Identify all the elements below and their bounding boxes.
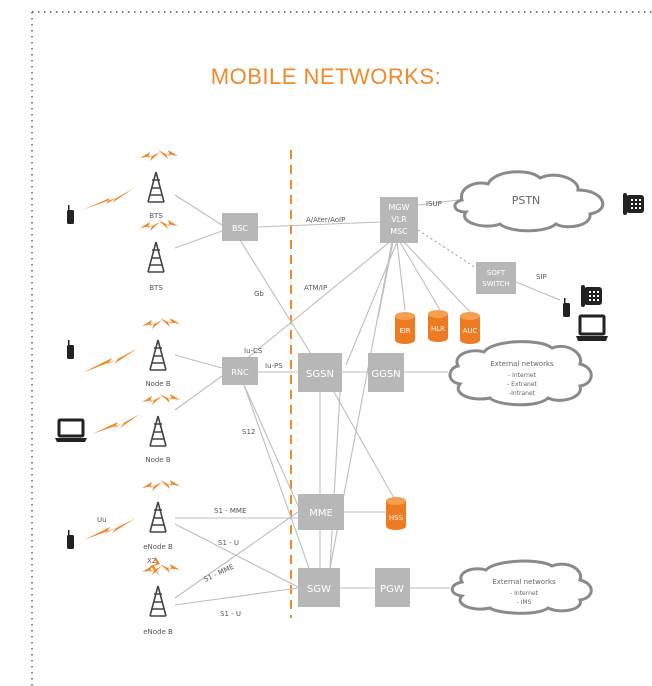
hss-database-icon: HSS bbox=[386, 497, 406, 530]
pstn-cloud: PSTN bbox=[453, 170, 605, 233]
interface-s1-u-label-2: S1 - U bbox=[220, 610, 241, 618]
eir-label: EIR bbox=[399, 327, 410, 335]
auc-label: AUC bbox=[463, 327, 478, 335]
rnc-node: RNC bbox=[222, 357, 258, 385]
hlr-database-icon: HLR bbox=[428, 310, 448, 342]
interface-gb-label: Gb bbox=[254, 290, 264, 298]
external-networks-1-item-2: - Extranet bbox=[507, 381, 537, 388]
external-networks-1-item-1: - Internet bbox=[508, 372, 537, 379]
diagram-title: MOBILE NETWORKS: bbox=[210, 64, 442, 89]
mobile-phone-icon bbox=[67, 205, 74, 224]
softswitch-node: SOFT SWITCH bbox=[476, 262, 516, 294]
interface-isup-label: ISUP bbox=[426, 200, 442, 208]
mgw-vlr-msc-node: MGW VLR MSC bbox=[380, 197, 418, 243]
x2-link bbox=[150, 556, 160, 576]
bsc-node: BSC bbox=[222, 213, 258, 241]
tower-label-bts-1: BTS bbox=[149, 212, 163, 220]
tower-label-bts-2: BTS bbox=[149, 284, 163, 292]
hss-label: HSS bbox=[389, 514, 404, 522]
radio-link-4 bbox=[84, 518, 136, 540]
bsc-label: BSC bbox=[232, 224, 248, 233]
softswitch-label-1: SOFT bbox=[487, 269, 506, 277]
mme-node: MME bbox=[298, 494, 344, 530]
sgw-label: SGW bbox=[307, 584, 331, 595]
mobile-phone-icon bbox=[67, 530, 74, 549]
external-networks-2-title: External networks bbox=[492, 578, 556, 586]
tower-label-node-b-2: Node B bbox=[145, 456, 170, 464]
tower-node-b-2 bbox=[142, 394, 180, 447]
tower-enode-b-2 bbox=[142, 564, 180, 617]
external-networks-2-item-1: - Internet bbox=[510, 590, 539, 597]
external-networks-cloud-2: External networks - Internet - IMS bbox=[450, 559, 593, 615]
laptop-icon bbox=[55, 418, 87, 442]
interface-s1-mme-label-2: S1 - MME bbox=[202, 563, 235, 584]
mobile-phone-icon bbox=[67, 340, 74, 359]
interface-s1-u-label-1: S1 - U bbox=[218, 539, 239, 547]
pgw-node: PGW bbox=[375, 568, 410, 607]
tower-bts-1 bbox=[140, 150, 178, 203]
interface-atm-ip-label: ATM/IP bbox=[304, 284, 327, 292]
pstn-title: PSTN bbox=[512, 194, 541, 207]
mgw-label: MGW bbox=[388, 203, 409, 212]
tower-enode-b-1 bbox=[142, 480, 180, 533]
tower-label-enode-b-1: eNode B bbox=[143, 543, 173, 551]
desk-phone-icon bbox=[623, 193, 644, 215]
ggsn-label: GGSN bbox=[371, 369, 400, 380]
interface-iu-cs-label: Iu-CS bbox=[244, 347, 263, 355]
mme-label: MME bbox=[309, 508, 333, 519]
radio-link-3 bbox=[92, 414, 140, 434]
sgsn-node: SGSN bbox=[298, 353, 342, 392]
external-networks-1-item-3: -Intranet bbox=[509, 390, 536, 397]
tower-label-enode-b-2: eNode B bbox=[143, 628, 173, 636]
rnc-label: RNC bbox=[231, 368, 249, 377]
softswitch-label-2: SWITCH bbox=[482, 280, 509, 288]
tower-node-b-1 bbox=[142, 318, 180, 371]
desk-phone-icon bbox=[581, 285, 602, 307]
tower-bts-2 bbox=[140, 220, 178, 273]
interface-x2-label: X2 bbox=[147, 557, 156, 565]
external-networks-1-title: External networks bbox=[490, 360, 554, 368]
vlr-label: VLR bbox=[391, 215, 407, 224]
interface-uu-label: Uu bbox=[97, 516, 107, 524]
radio-link-1 bbox=[82, 188, 134, 210]
tower-label-node-b-1: Node B bbox=[145, 380, 170, 388]
radio-link-2 bbox=[82, 348, 138, 373]
interface-s1-mme-label-1: S1 - MME bbox=[214, 507, 246, 515]
sgsn-label: SGSN bbox=[306, 369, 334, 380]
external-networks-cloud-1: External networks - Internet - Extranet … bbox=[448, 340, 593, 407]
ggsn-node: GGSN bbox=[368, 353, 404, 392]
sgw-node: SGW bbox=[298, 568, 340, 607]
laptop-icon bbox=[576, 314, 608, 341]
mobile-phone-icon bbox=[563, 298, 570, 317]
pgw-label: PGW bbox=[380, 584, 404, 595]
eir-database-icon: EIR bbox=[395, 312, 415, 344]
auc-database-icon: AUC bbox=[460, 312, 480, 344]
interface-sip-label: SIP bbox=[536, 273, 547, 281]
external-networks-2-item-2: - IMS bbox=[517, 599, 532, 606]
hlr-label: HLR bbox=[431, 325, 445, 333]
interface-a-ater-label: A/Ater/AoIP bbox=[306, 216, 345, 224]
interface-iu-ps-label: Iu-PS bbox=[265, 362, 283, 370]
interface-s12-label: S12 bbox=[242, 428, 255, 436]
msc-label: MSC bbox=[390, 227, 408, 236]
